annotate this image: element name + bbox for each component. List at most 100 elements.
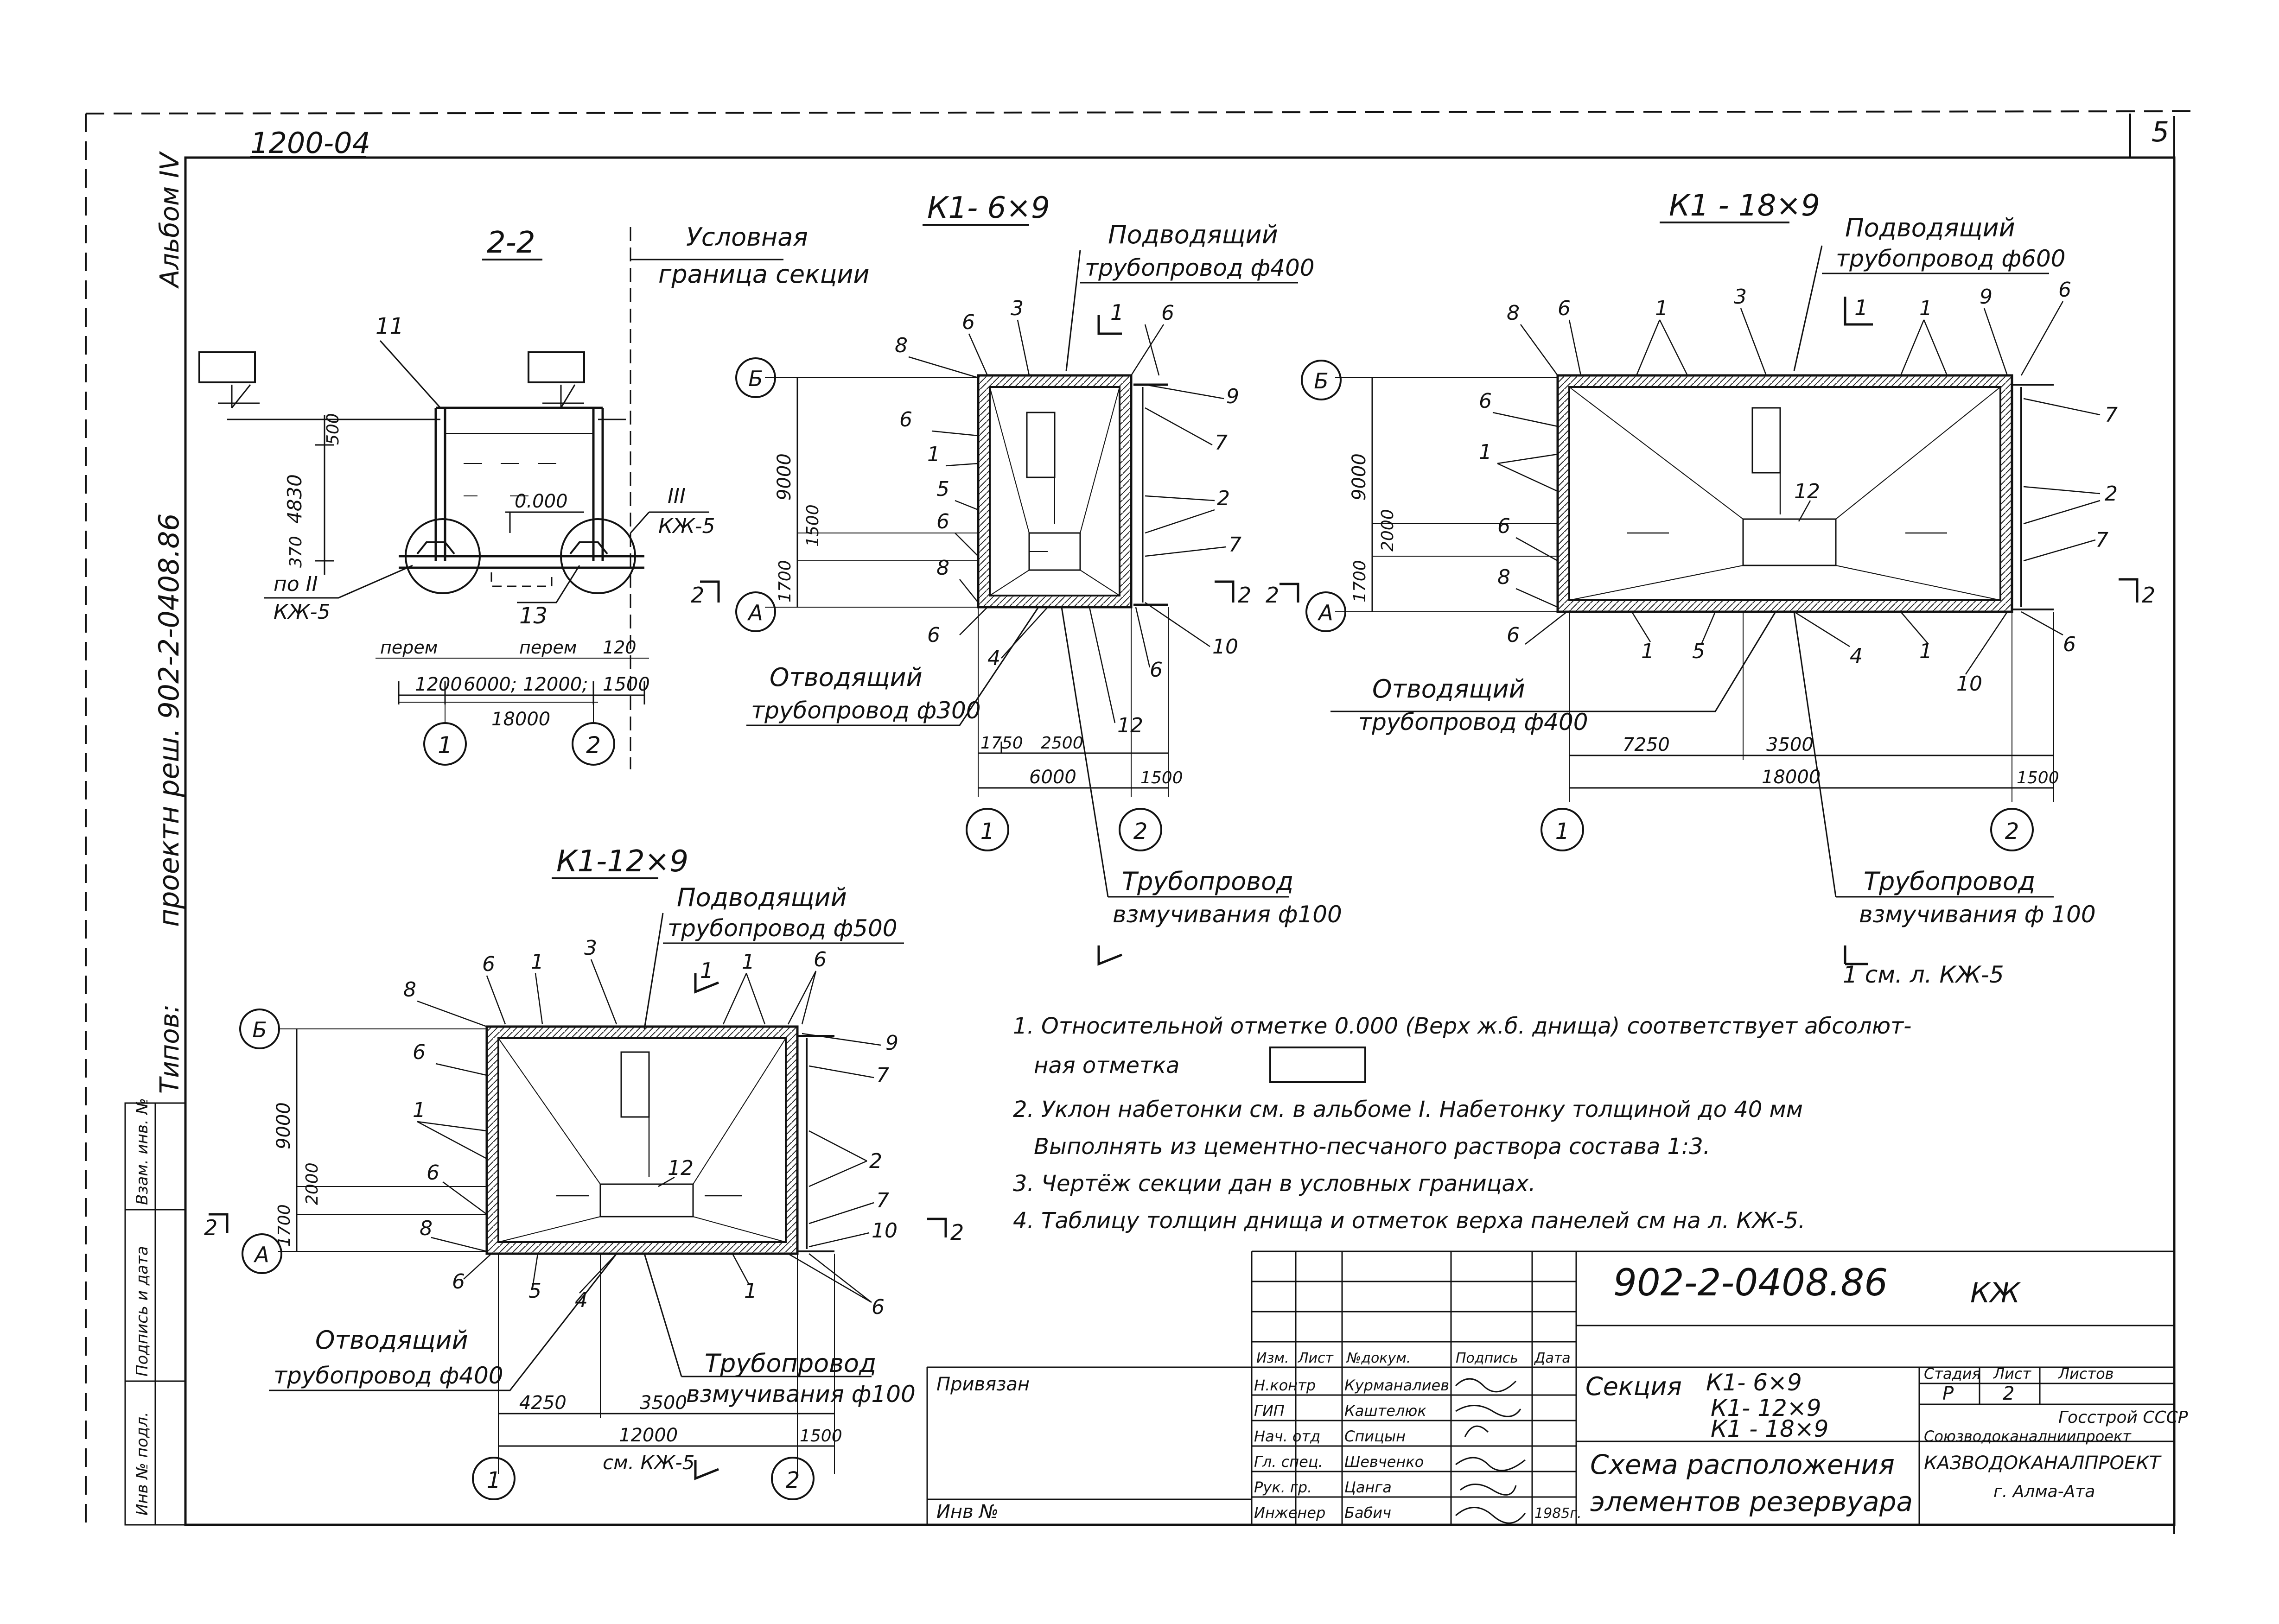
c-8b: 8 [936,556,949,580]
axis-A: А [253,1242,269,1267]
dim-2000: 2000 [303,1162,322,1205]
c-1b: 1 [742,950,755,974]
hdr-sign: Подпись [1456,1350,1518,1366]
axis-2: 2 [786,1467,800,1493]
section-0: К1- 6×9 [1706,1369,1802,1396]
c-6a: 6 [962,311,975,334]
axis-1: 1 [980,818,995,844]
c-7a: 7 [876,1064,889,1087]
axis-B: Б [748,366,763,391]
name-0: Курманалиев [1344,1377,1449,1394]
c-6d: 6 [427,1161,439,1185]
c-7b: 7 [2095,528,2108,552]
c-5: 5 [528,1279,541,1303]
stamp-replace: Взам. инв. № [133,1098,152,1205]
boundary-label-1: Условная [686,222,808,252]
note-4: 4. Таблицу толщин днища и отметок верха … [1013,1208,1805,1234]
section-title: 2-2 [487,226,535,260]
dim-1500: 1500 [800,1427,842,1446]
c-5: 5 [1692,640,1705,663]
type-label: Типов: [155,1004,185,1094]
callout-11: 11 [376,313,404,339]
dim-120: 120 [603,637,637,658]
c-1a: 1 [1655,297,1668,320]
dim-6000: 6000 [1029,767,1076,788]
name-1: Каштелюк [1344,1402,1426,1420]
c-2: 2 [869,1149,882,1173]
c-7b: 7 [876,1189,889,1212]
name-3: Шевченко [1344,1453,1424,1471]
dim-3500: 3500 [1766,734,1814,755]
note-2b: Выполнять из цементно-песчаного раствора… [1034,1134,1710,1160]
c-2: 2 [2105,482,2118,506]
c-6f: 6 [1150,658,1163,682]
c-6b: 6 [413,1040,426,1064]
signatures [1455,1378,1526,1524]
c-10: 10 [872,1219,898,1243]
section-1: К1- 12×9 [1711,1395,1821,1421]
c-1d: 1 [1641,640,1654,663]
note-1a: 1. Относительной отметке 0.000 (Верх ж.б… [1013,1013,1911,1039]
plan-18x9: К1 - 18×9 Подводящий трубопровод ф600 90… [1266,189,2155,988]
axis-B: Б [1314,368,1329,393]
cut-2a: 2 [204,1215,217,1240]
project-vertical: проектн реш. 902-2-0408.86 [153,513,185,927]
c-3: 3 [1011,297,1024,320]
dim-12000: 12000 [619,1425,678,1446]
dim-1700: 1700 [1350,560,1369,603]
c-9: 9 [885,1031,898,1055]
list-head: Лист [1993,1365,2031,1383]
lists-head: Листов [2058,1365,2114,1383]
boundary-label-2: граница секции [658,260,870,289]
inlet-label-1: Подводящий [1108,220,1278,249]
stir-label-2: взмучивания ф 100 [1859,901,2096,928]
c-1c: 1 [413,1098,426,1122]
c-1c: 1 [1479,440,1492,464]
dim-18000: 18000 [1762,767,1821,788]
axis-B: Б [252,1017,267,1042]
stir-label-1: Трубопровод [705,1349,876,1378]
c-6b: 6 [2058,278,2071,302]
c-2: 2 [1217,487,1230,510]
c-3: 3 [1734,285,1747,309]
dim-1700: 1700 [776,560,795,603]
dim-3500: 3500 [640,1392,687,1414]
dim-370: 370 [286,536,306,568]
doc-code: 902-2-0408.86 [1613,1261,1888,1304]
c-10: 10 [1212,635,1238,659]
c-6a: 6 [482,952,495,976]
axis-2: 2 [2005,818,2019,844]
date: 1985г. [1534,1505,1582,1522]
frame: 5 1200-04 [85,110,2198,1534]
ref-po-II: по II [274,572,318,596]
axis-1: 1 [487,1467,501,1493]
dim-1500: 1500 [603,674,650,695]
cut-1: 1 [1110,300,1124,325]
c-6d: 6 [1497,514,1510,538]
c-1d: 1 [744,1279,757,1303]
name-4: Цанга [1344,1478,1392,1496]
c-6e: 6 [1161,301,1174,325]
privyazan: Привязан [936,1374,1030,1395]
hdr-list: Лист [1298,1350,1334,1366]
axis-2: 2 [586,732,601,759]
hdr-doc: №докум. [1346,1350,1411,1366]
section-2: К1 - 18×9 [1711,1415,1828,1442]
note-1b: ная отметка [1034,1053,1179,1078]
inlet-label-1: Подводящий [677,883,847,912]
c-10: 10 [1956,672,1982,696]
axis-A: А [747,600,763,625]
hdr-izm: Изм. [1256,1350,1289,1366]
outlet-label-2: трубопровод ф400 [274,1362,503,1389]
section-label: Секция [1585,1372,1682,1401]
stage: Р [1942,1383,1954,1404]
role-3: Гл. спец. [1254,1453,1323,1471]
c-6a: 6 [1558,297,1571,320]
dim-1500: 1500 [803,504,822,547]
c-9: 9 [1226,385,1239,408]
dim-1500b: 1500 [1140,768,1183,787]
plan-title: К1-12×9 [556,844,688,879]
notes: 1. Относительной отметке 0.000 (Верх ж.б… [1013,1013,1911,1234]
c-9: 9 [1980,285,1993,309]
dim-9000: 9000 [273,1102,294,1149]
